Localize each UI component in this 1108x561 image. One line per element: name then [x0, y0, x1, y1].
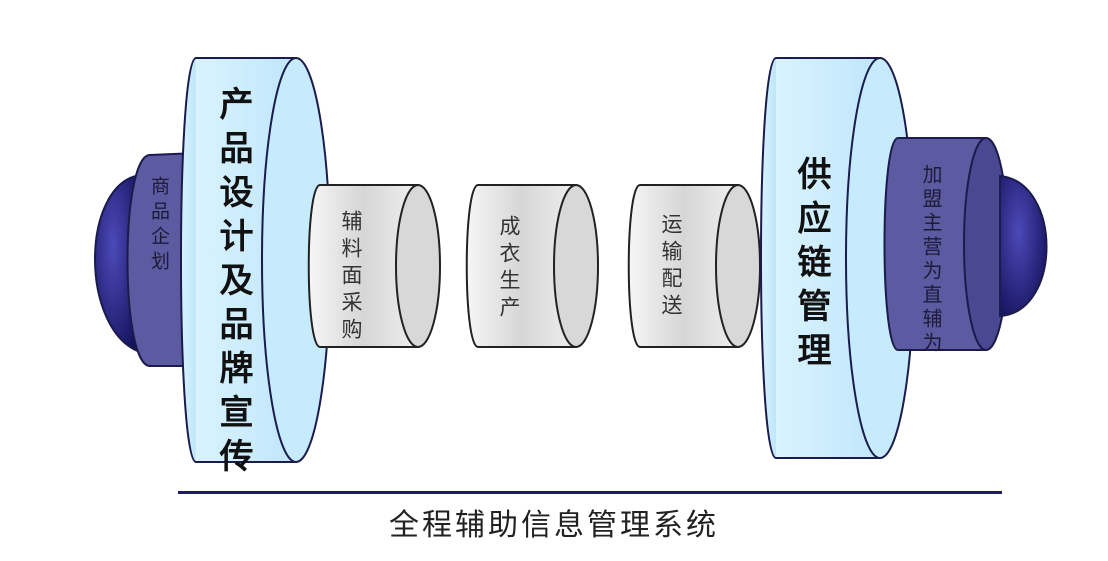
left-hub — [94, 151, 197, 367]
cylinder-1-label: 辅料面采购 — [339, 210, 363, 345]
left-hub-label: 商品企划 — [148, 176, 170, 276]
left-hub-body — [126, 151, 197, 367]
cylinder-2-label: 成衣生产 — [497, 215, 521, 323]
right-hub-label: 加盟主营为直辅为 — [919, 164, 943, 356]
cylinder-3 — [627, 184, 761, 348]
right-hub — [883, 137, 1048, 351]
right-wheel-label: 供应链管理 — [791, 156, 831, 376]
cylinder-2 — [465, 184, 599, 348]
cylinder-3-label: 运输配送 — [659, 213, 683, 321]
diagram-caption: 全程辅助信息管理系统 — [389, 508, 719, 543]
cylinder-1 — [307, 184, 441, 348]
baseline-divider — [178, 491, 1002, 494]
left-wheel-label: 产品设计及品牌宣传 — [213, 86, 253, 482]
right-hub-cap — [999, 174, 1048, 318]
